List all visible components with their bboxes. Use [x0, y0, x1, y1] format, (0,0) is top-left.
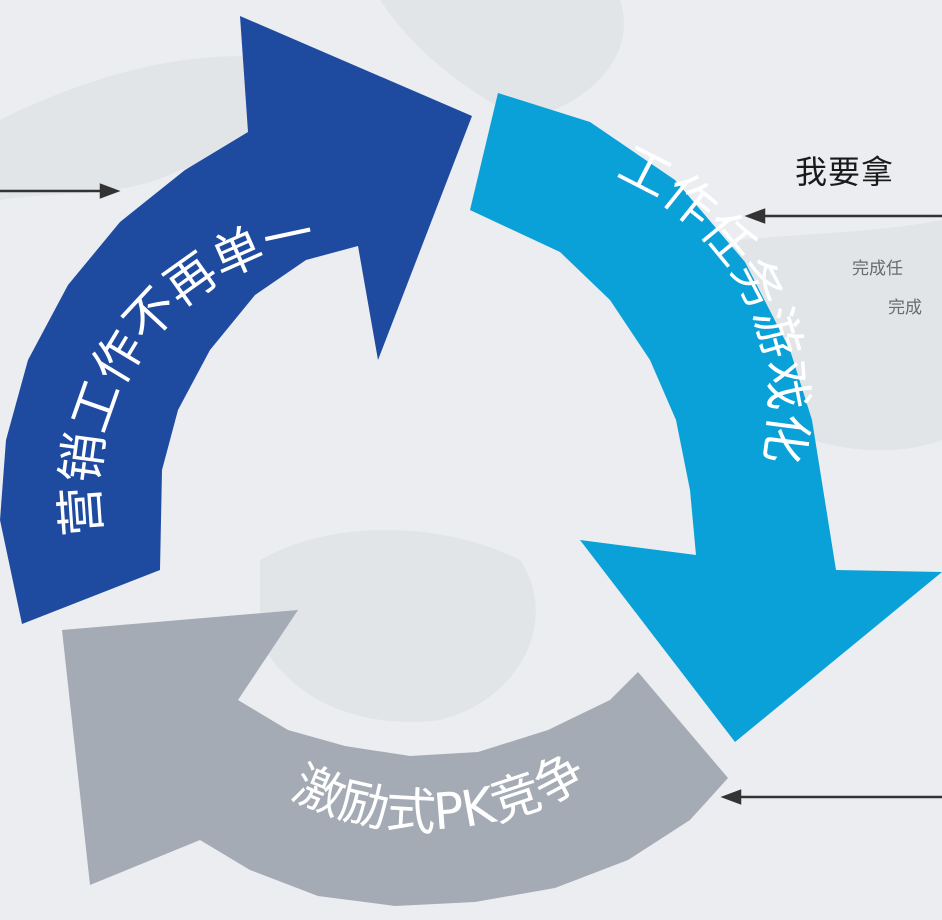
connector-right-bottom	[720, 789, 942, 805]
connector-right-top	[744, 208, 942, 224]
map-landmass-2	[380, 0, 624, 120]
cycle-segment-3: 激励式PK竞争	[62, 610, 728, 906]
cycle-arrow-1	[0, 16, 472, 624]
side-text-line-2: 完成	[888, 298, 922, 318]
map-landmass-3	[260, 530, 536, 722]
side-title: 我要拿	[795, 153, 895, 191]
cycle-arrow-2	[470, 93, 942, 742]
connectors	[0, 183, 942, 805]
cycle-arrow-3	[62, 610, 728, 906]
side-text-line-1: 完成任	[852, 259, 903, 279]
connector-left	[0, 183, 121, 199]
